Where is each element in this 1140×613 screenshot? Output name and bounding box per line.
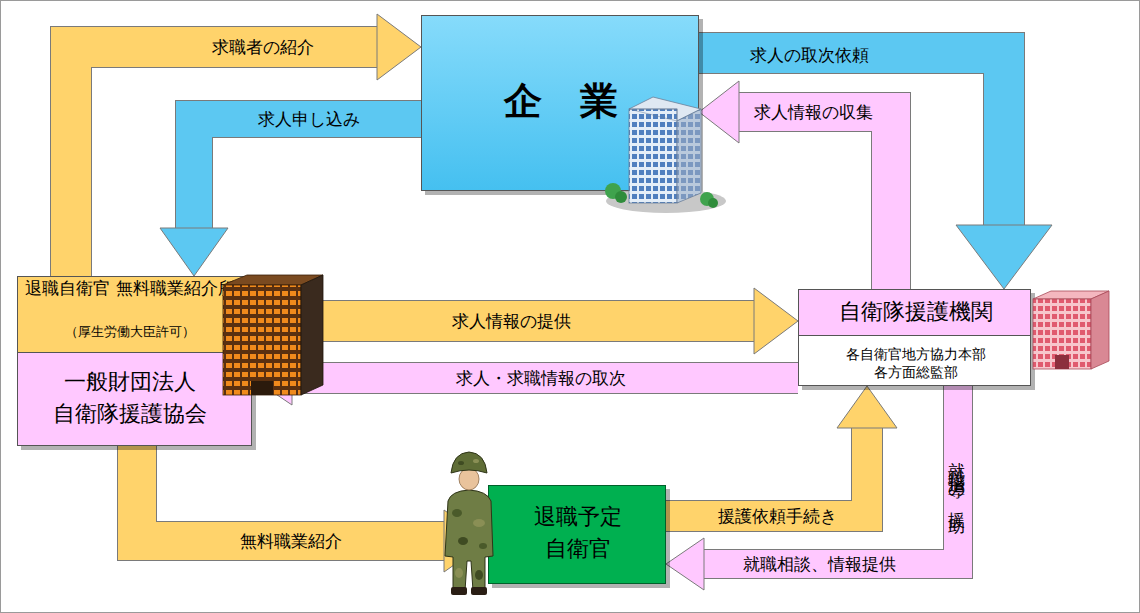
arrow-head <box>699 81 739 143</box>
arrow-label: 求職者の紹介 <box>212 36 314 59</box>
association-box: 退職自衛官 無料職業紹介所 （厚生労働大臣許可） 一般財団法人 自衛隊援護協会 <box>17 276 252 446</box>
arrow-head <box>377 14 421 80</box>
retiring-member-box: 退職予定 自衛官 <box>488 485 666 584</box>
block-arrow <box>160 119 421 276</box>
arrow-head <box>666 538 704 590</box>
soldier-illustration <box>445 452 493 595</box>
soldier-part <box>471 587 487 595</box>
soldier-part <box>451 452 487 473</box>
company-box: 企 業 <box>421 15 699 191</box>
arrow-head <box>956 225 1052 289</box>
association-building-part <box>223 275 323 285</box>
soldier-part <box>475 570 483 580</box>
node-text: 退職自衛官 無料職業紹介所 <box>18 277 242 300</box>
agency-building-part <box>1033 291 1109 299</box>
arrow-outline <box>739 112 891 289</box>
soldier-part <box>479 543 487 549</box>
arrow-body <box>699 53 1004 225</box>
arrow-outline <box>252 300 754 342</box>
arrow-body <box>194 119 421 228</box>
arrow-outline <box>292 362 798 394</box>
arrow-outline <box>666 428 867 516</box>
node-text: 企 業 <box>422 78 700 124</box>
office-building-part <box>629 109 677 121</box>
arrow-label: 援護依頼手続き <box>718 505 837 528</box>
arrow-head <box>837 386 897 428</box>
office-building-part <box>629 97 701 121</box>
block-arrow <box>252 288 798 354</box>
arrow-body <box>666 428 867 516</box>
office-building-part <box>615 191 627 203</box>
agency-box: 自衛隊援護機関各自衛官地方協力本部 各方面総監部 <box>798 289 1031 386</box>
office-building-part <box>629 109 677 203</box>
soldier-part <box>455 568 463 578</box>
block-arrow <box>137 446 488 572</box>
node-text: 各自衛官地方協力本部 各方面総監部 <box>809 345 1022 381</box>
block-arrow <box>699 53 1052 289</box>
arrow-label: 求人申し込み <box>258 108 360 131</box>
arrow-body <box>71 47 377 276</box>
arrow-label: 就職相談、情報提供 <box>743 553 896 576</box>
office-building-part <box>677 109 701 203</box>
office-building-part <box>700 192 714 206</box>
arrow-head <box>444 510 488 572</box>
block-arrow <box>699 81 891 289</box>
soldier-part <box>445 490 493 591</box>
soldier-part <box>458 461 464 465</box>
arrow-body <box>137 446 444 541</box>
node-text: 退職予定 自衛官 <box>513 501 643 565</box>
office-building-illustration <box>605 97 726 213</box>
arrow-body <box>292 363 798 393</box>
office-building-part <box>708 198 718 208</box>
arrow-label: 求人の取次依頼 <box>750 44 869 67</box>
soldier-part <box>451 587 467 595</box>
agency-building-part <box>1091 291 1109 369</box>
arrow-outline <box>194 119 421 228</box>
association-building-part <box>251 381 273 395</box>
arrow-body <box>704 386 958 564</box>
association-building-part <box>301 275 323 395</box>
node-text: （厚生労働大臣許可） <box>18 324 242 340</box>
arrow-head <box>754 288 798 354</box>
arrow-outline <box>137 446 444 541</box>
arrow-head <box>160 228 228 276</box>
agency-building-part <box>1033 299 1091 369</box>
arrow-label: 求人情報の提供 <box>452 310 571 333</box>
arrow-body <box>252 301 754 341</box>
block-arrow <box>666 386 897 516</box>
office-building-part <box>605 183 621 199</box>
arrow-head <box>252 351 292 405</box>
arrow-outline <box>704 386 958 564</box>
node-text: 一般財団法人 自衛隊援護協会 <box>18 366 242 430</box>
arrow-label: 求人情報の収集 <box>754 101 873 124</box>
soldier-part <box>473 459 479 463</box>
association-building-part <box>223 285 301 395</box>
arrow-label: 無料職業紹介 <box>240 530 342 553</box>
block-arrow <box>666 386 958 590</box>
arrow-body <box>739 112 891 289</box>
node-text: 自衛隊援護機関 <box>799 298 1032 326</box>
arrow-label: 求人・求職情報の取次 <box>456 367 626 390</box>
block-arrow <box>252 351 798 405</box>
arrow-note: 就職指導の援助 <box>947 449 970 510</box>
soldier-part <box>452 509 462 517</box>
office-building-part <box>606 189 726 213</box>
block-arrow <box>71 14 421 276</box>
soldier-part <box>458 537 468 545</box>
agency-building-part <box>1055 355 1069 369</box>
arrow-outline <box>699 53 1004 225</box>
agency-building-illustration <box>1033 291 1109 369</box>
arrow-outline <box>71 47 377 276</box>
soldier-part <box>473 519 485 527</box>
soldier-part <box>459 468 479 490</box>
association-building-illustration <box>223 275 323 395</box>
